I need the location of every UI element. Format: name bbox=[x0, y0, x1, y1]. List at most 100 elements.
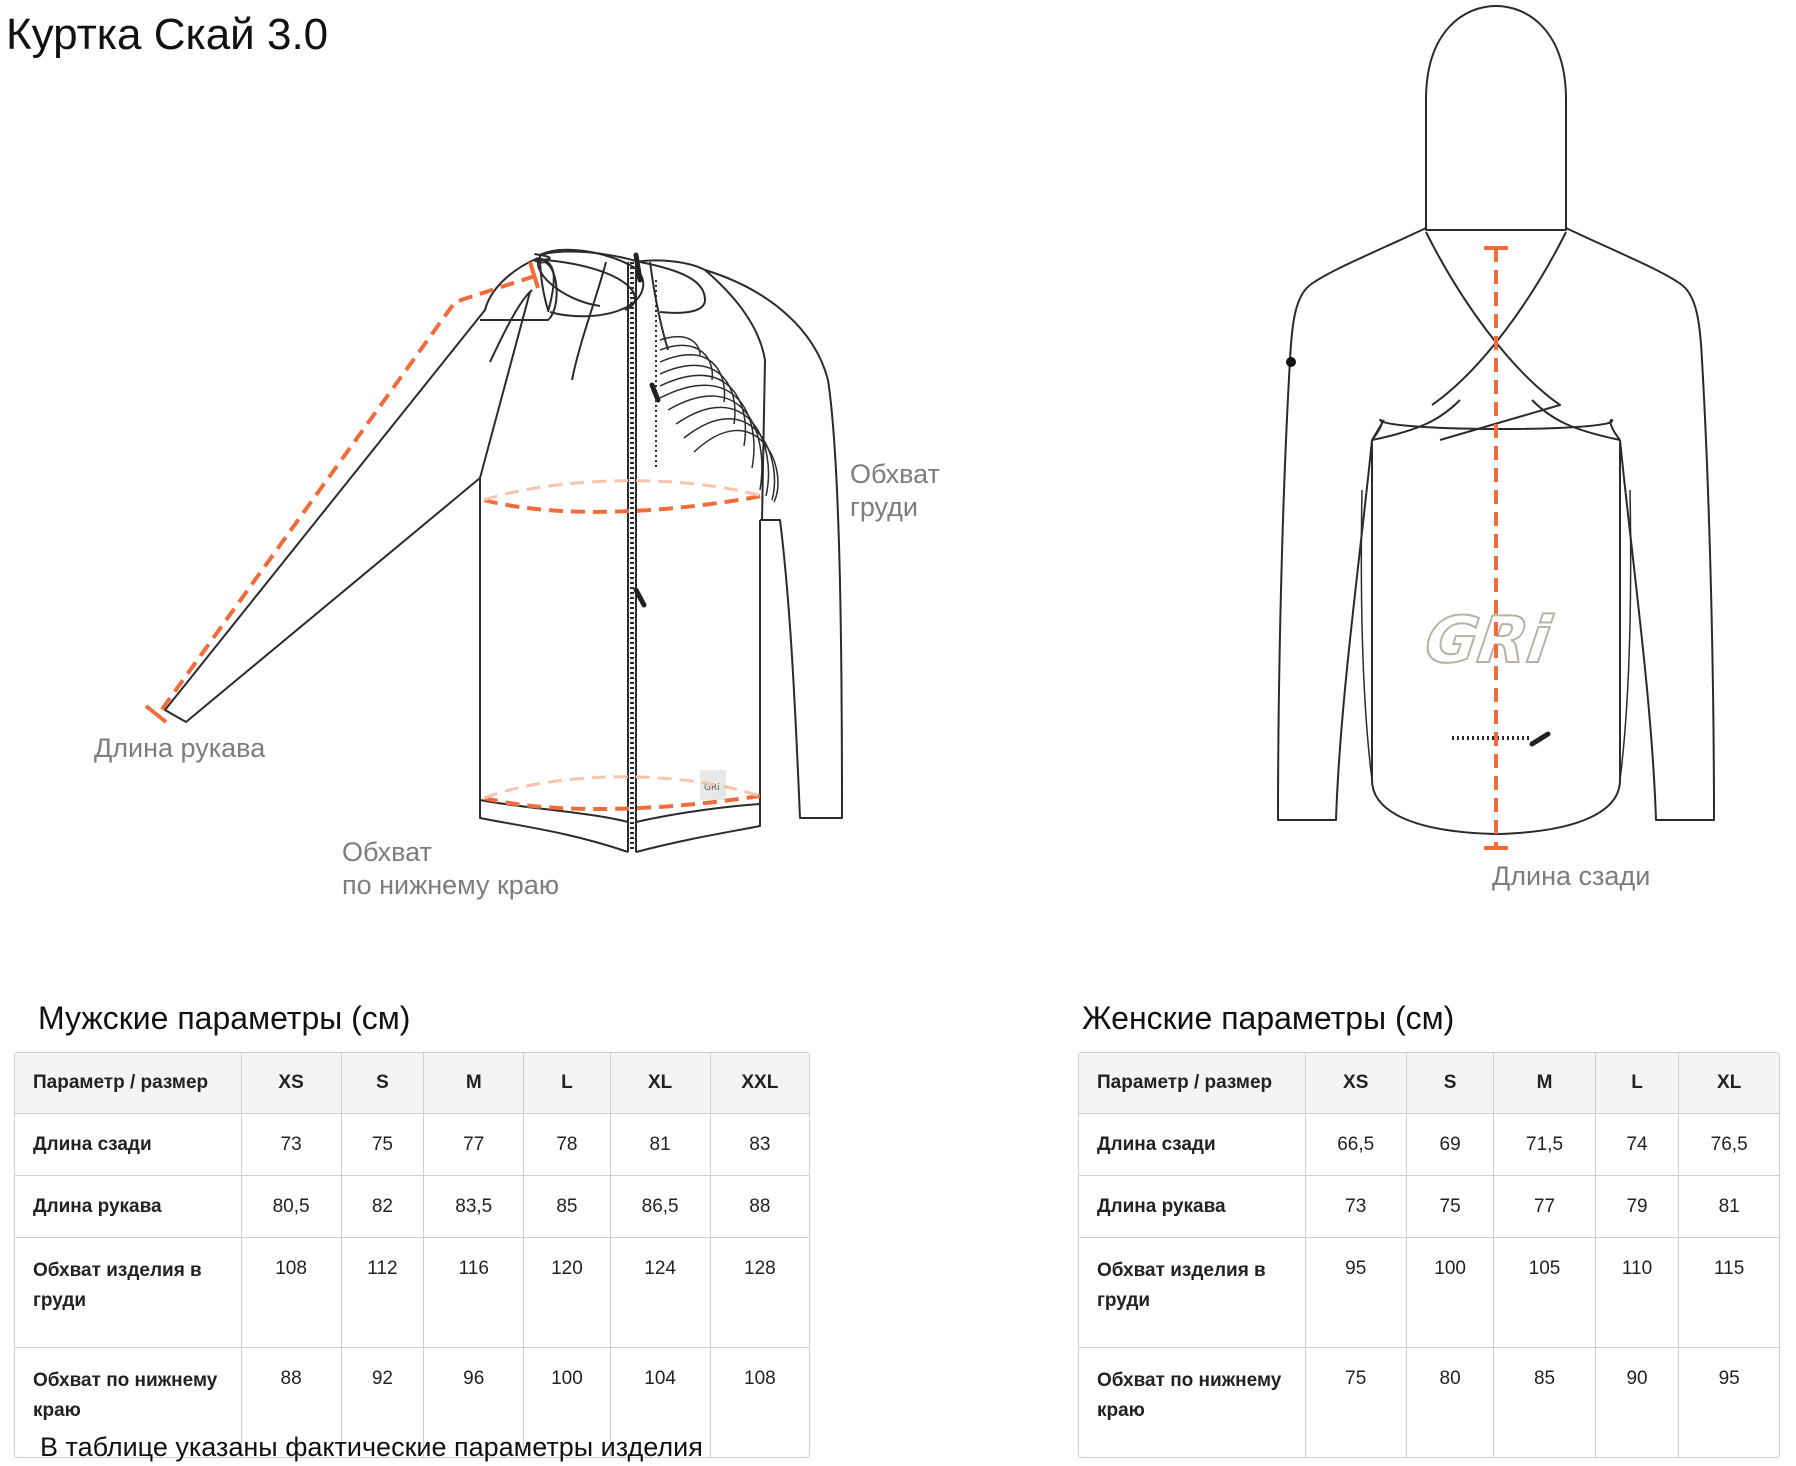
row-value-cell: 112 bbox=[341, 1237, 425, 1348]
row-value-cell: 71,5 bbox=[1493, 1113, 1596, 1176]
row-value-cell: 92 bbox=[341, 1347, 425, 1457]
row-value-cell: 83,5 bbox=[423, 1175, 525, 1238]
row-value-cell: 108 bbox=[744, 1368, 776, 1389]
front-sleeve-left bbox=[164, 257, 539, 723]
table-note: В таблице указаны фактические параметры … bbox=[40, 1432, 703, 1462]
men-section-title: Мужские параметры (см) bbox=[38, 1000, 411, 1036]
row-value-cell: 100 bbox=[1406, 1237, 1495, 1348]
row-param-cell: Длина сзади bbox=[1079, 1113, 1306, 1176]
jacket-back-illustration: GRi bbox=[1277, 5, 1715, 850]
row-value-cell: 82 bbox=[341, 1175, 425, 1238]
header-size-cell: S bbox=[1406, 1053, 1495, 1114]
header-size-cell: M bbox=[1493, 1053, 1596, 1114]
row-value-cell: 81 bbox=[1678, 1175, 1779, 1238]
row-value-cell: 90 bbox=[1595, 1347, 1680, 1457]
row-value-cell: 83 bbox=[710, 1113, 809, 1176]
row-param-cell: Длина сзади bbox=[15, 1113, 242, 1176]
row-value-cell: 80 bbox=[1406, 1347, 1495, 1457]
row-value-cell: 120 bbox=[523, 1237, 611, 1348]
row-value-cell: 108 bbox=[241, 1237, 342, 1348]
row-param-cell: Обхват изделия в груди bbox=[15, 1237, 242, 1348]
header-size-cell: M bbox=[423, 1053, 525, 1114]
front-body bbox=[480, 261, 558, 321]
row-param-cell: Обхват изделия в груди bbox=[1079, 1237, 1306, 1348]
header-size-cell: L bbox=[523, 1053, 611, 1114]
row-value-cell: 105 bbox=[1493, 1237, 1596, 1348]
row-value-cell: 88 bbox=[710, 1175, 809, 1238]
header-size-cell: XL bbox=[610, 1053, 711, 1114]
back-hood bbox=[1425, 5, 1567, 231]
chest-label-line1: Обхват bbox=[850, 459, 940, 489]
jacket-front-illustration: GRi bbox=[144, 248, 843, 853]
sleeve-length-label: Длина рукава bbox=[94, 733, 266, 763]
row-value-cell: 124 bbox=[610, 1237, 711, 1348]
header-param-cell: Параметр / размер bbox=[15, 1053, 242, 1114]
row-value-cell: 85 bbox=[1493, 1347, 1596, 1457]
row-value-cell: 75 bbox=[1305, 1347, 1407, 1457]
row-param-cell: Обхват по нижнему краю bbox=[15, 1347, 242, 1457]
header-size-cell: L bbox=[1595, 1053, 1680, 1114]
row-value-cell: 80,5 bbox=[241, 1175, 342, 1238]
header-size-cell: XXL bbox=[710, 1053, 809, 1114]
row-value-cell: 86,5 bbox=[610, 1175, 711, 1238]
back-logo: GRi bbox=[1421, 603, 1556, 678]
row-value-cell: 96 bbox=[423, 1347, 525, 1457]
chest-label-line2: груди bbox=[850, 492, 919, 522]
hem-label: Обхват по нижнему краю bbox=[342, 836, 559, 902]
chest-label: Обхват груди bbox=[850, 458, 940, 524]
row-value-cell: 110 bbox=[1595, 1237, 1680, 1348]
row-value-cell: 100 bbox=[523, 1347, 611, 1457]
header-size-cell: XS bbox=[241, 1053, 342, 1114]
row-param-cell: Длина рукава bbox=[15, 1175, 242, 1238]
row-value-cell: 73 bbox=[1305, 1175, 1407, 1238]
front-hood bbox=[539, 248, 645, 318]
hem-label-line1: Обхват bbox=[342, 837, 432, 867]
row-value-cell: 128 bbox=[710, 1237, 809, 1348]
row-value-cell: 77 bbox=[423, 1113, 525, 1176]
hem-label-line2: по нижнему краю bbox=[342, 870, 560, 900]
row-param-cell: Обхват по нижнему краю bbox=[1079, 1347, 1306, 1457]
row-value-cell: 79 bbox=[1595, 1175, 1680, 1238]
row-value-cell: 75 bbox=[341, 1113, 425, 1176]
row-param-cell: Длина рукава bbox=[1079, 1175, 1306, 1238]
row-value-cell: 95 bbox=[1305, 1237, 1407, 1348]
women-section-title: Женские параметры (см) bbox=[1082, 1000, 1455, 1036]
row-value-cell: 95 bbox=[1718, 1368, 1740, 1389]
row-value-cell: 73 bbox=[241, 1113, 342, 1176]
row-value-cell: 88 bbox=[241, 1347, 342, 1457]
row-value-cell: 66,5 bbox=[1305, 1113, 1407, 1176]
row-value-cell: 104 bbox=[610, 1347, 711, 1457]
row-value-cell: 81 bbox=[610, 1113, 711, 1176]
chest-measure-line bbox=[483, 494, 763, 514]
row-value-cell: 74 bbox=[1595, 1113, 1680, 1176]
row-value-cell: 76,5 bbox=[1678, 1113, 1779, 1176]
header-size-cell: S bbox=[341, 1053, 425, 1114]
row-value-cell: 115 bbox=[1678, 1237, 1779, 1348]
header-param-cell: Параметр / размер bbox=[1079, 1053, 1306, 1114]
front-logo: GRi bbox=[704, 783, 720, 793]
back-length-label: Длина сзади bbox=[1492, 861, 1651, 891]
header-size-cell: XS bbox=[1305, 1053, 1407, 1114]
page-title: Куртка Скай 3.0 bbox=[6, 10, 329, 59]
row-value-cell: 116 bbox=[423, 1237, 525, 1348]
row-value-cell: 75 bbox=[1406, 1175, 1495, 1238]
header-size-cell: XL bbox=[1678, 1053, 1779, 1114]
row-value-cell: 77 bbox=[1493, 1175, 1596, 1238]
hem-measure-line bbox=[483, 794, 761, 811]
row-value-cell: 85 bbox=[523, 1175, 611, 1238]
row-value-cell: 78 bbox=[523, 1113, 611, 1176]
row-value-cell: 69 bbox=[1406, 1113, 1495, 1176]
sleeve-measure-line bbox=[158, 274, 536, 714]
